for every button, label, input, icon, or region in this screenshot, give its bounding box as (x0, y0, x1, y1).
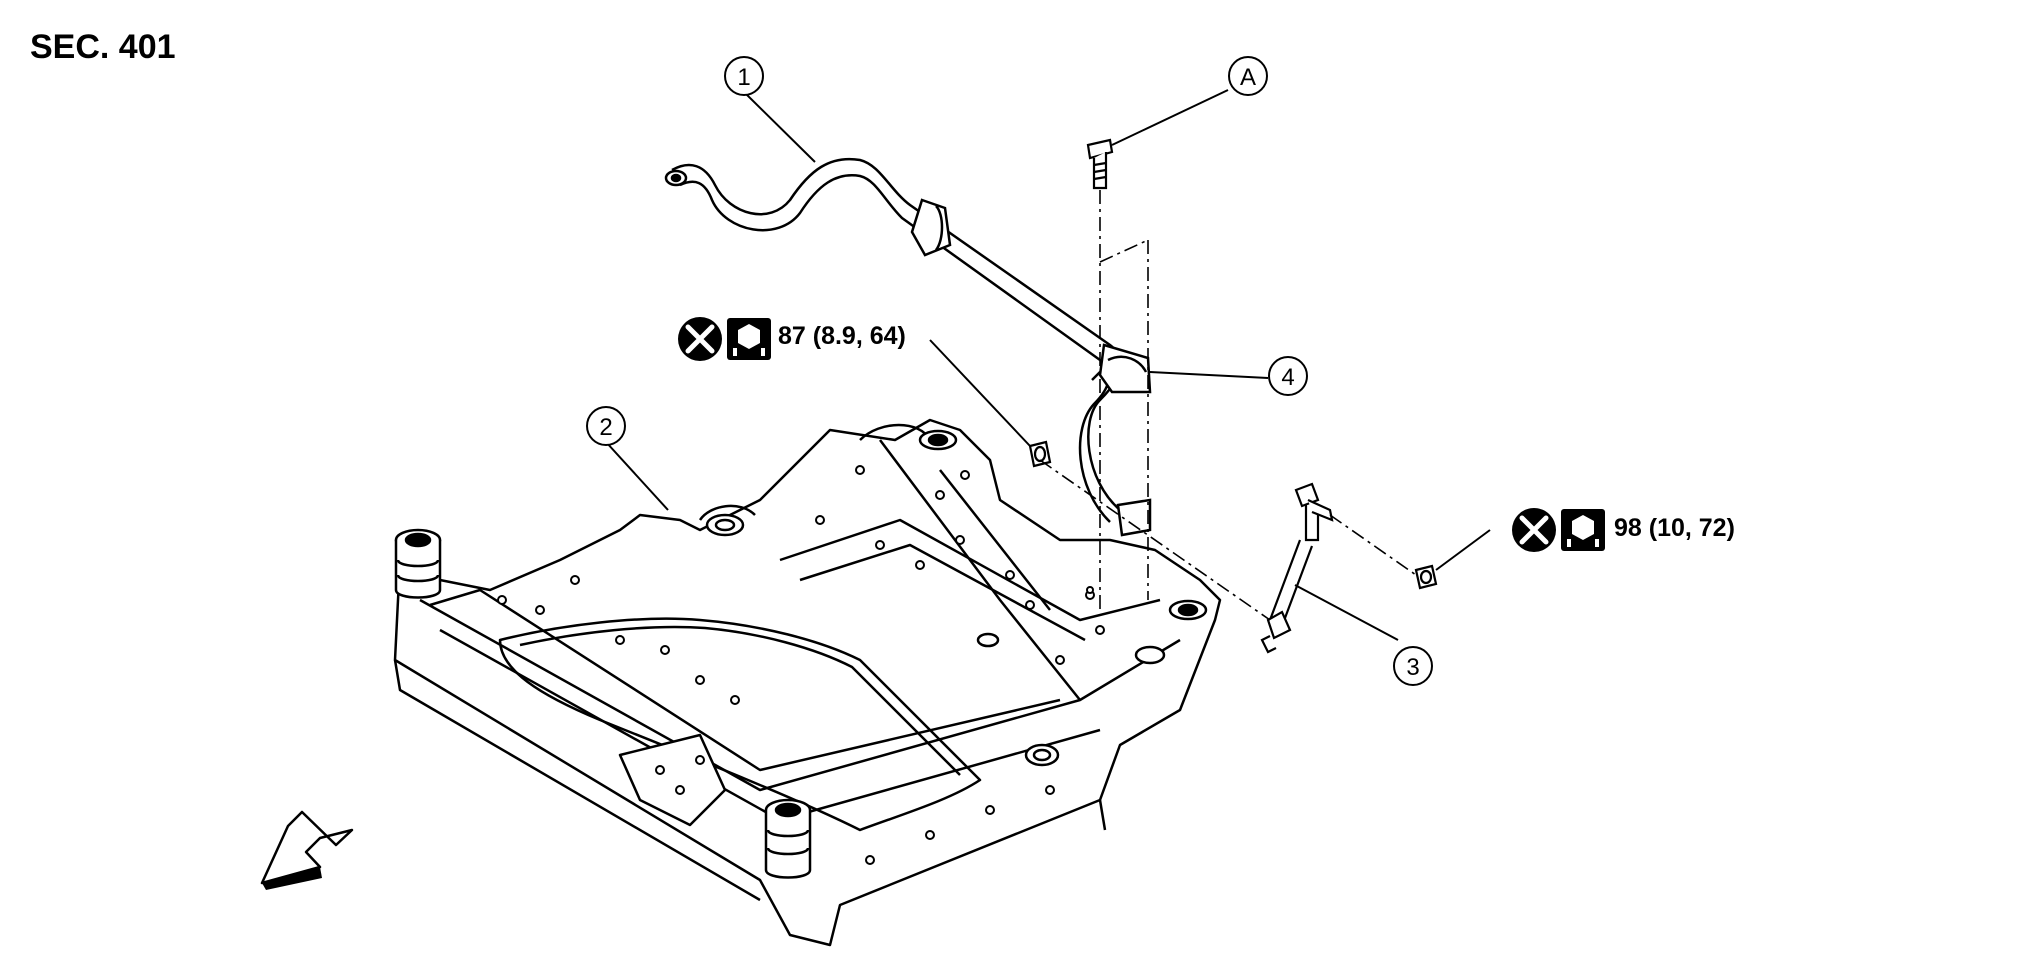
callout-a: A (1228, 56, 1268, 96)
assembly-lines (1039, 190, 1417, 621)
do-not-reuse-icon (1512, 508, 1556, 552)
mount-bushing-front-right (764, 798, 812, 879)
stabilizer-bar (664, 157, 1122, 523)
nut-87 (1028, 440, 1052, 468)
section-label: SEC. 401 (30, 28, 176, 66)
callout-3-label: 3 (1406, 654, 1419, 681)
bolt-a (1086, 138, 1114, 190)
torque-spec-98: 98 (10, 72) (1614, 514, 1735, 542)
mount-bushing-rear-left (918, 429, 958, 451)
mount-bushings (394, 429, 1208, 879)
frame-holes (497, 465, 1105, 865)
nut-98 (1414, 564, 1438, 590)
leader-lines (605, 89, 1491, 641)
callout-1-label: 1 (737, 64, 750, 91)
stabilizer-connecting-rod (1260, 482, 1334, 654)
callout-1: 1 (724, 56, 764, 96)
wrench-torque-icon (1561, 509, 1605, 551)
callout-2: 2 (586, 406, 626, 446)
torque-spec-87: 87 (8.9, 64) (778, 322, 906, 350)
wrench-torque-icon (727, 318, 771, 360)
callout-4: 4 (1268, 356, 1308, 396)
mount-bushing-front-left (394, 528, 442, 599)
callout-4-label: 4 (1281, 364, 1294, 391)
callout-a-label: A (1240, 64, 1256, 91)
callout-3: 3 (1393, 646, 1433, 686)
stabilizer-clamp (1091, 343, 1152, 394)
callout-2-label: 2 (599, 414, 612, 441)
stabilizer-bushing-center (910, 198, 952, 257)
do-not-reuse-icon (678, 317, 722, 361)
vehicle-front-arrow-icon (260, 810, 354, 890)
suspension-member (393, 418, 1222, 947)
stabilizer-end-bushing (1116, 498, 1152, 537)
mount-bushing-rear-right (1168, 599, 1208, 621)
